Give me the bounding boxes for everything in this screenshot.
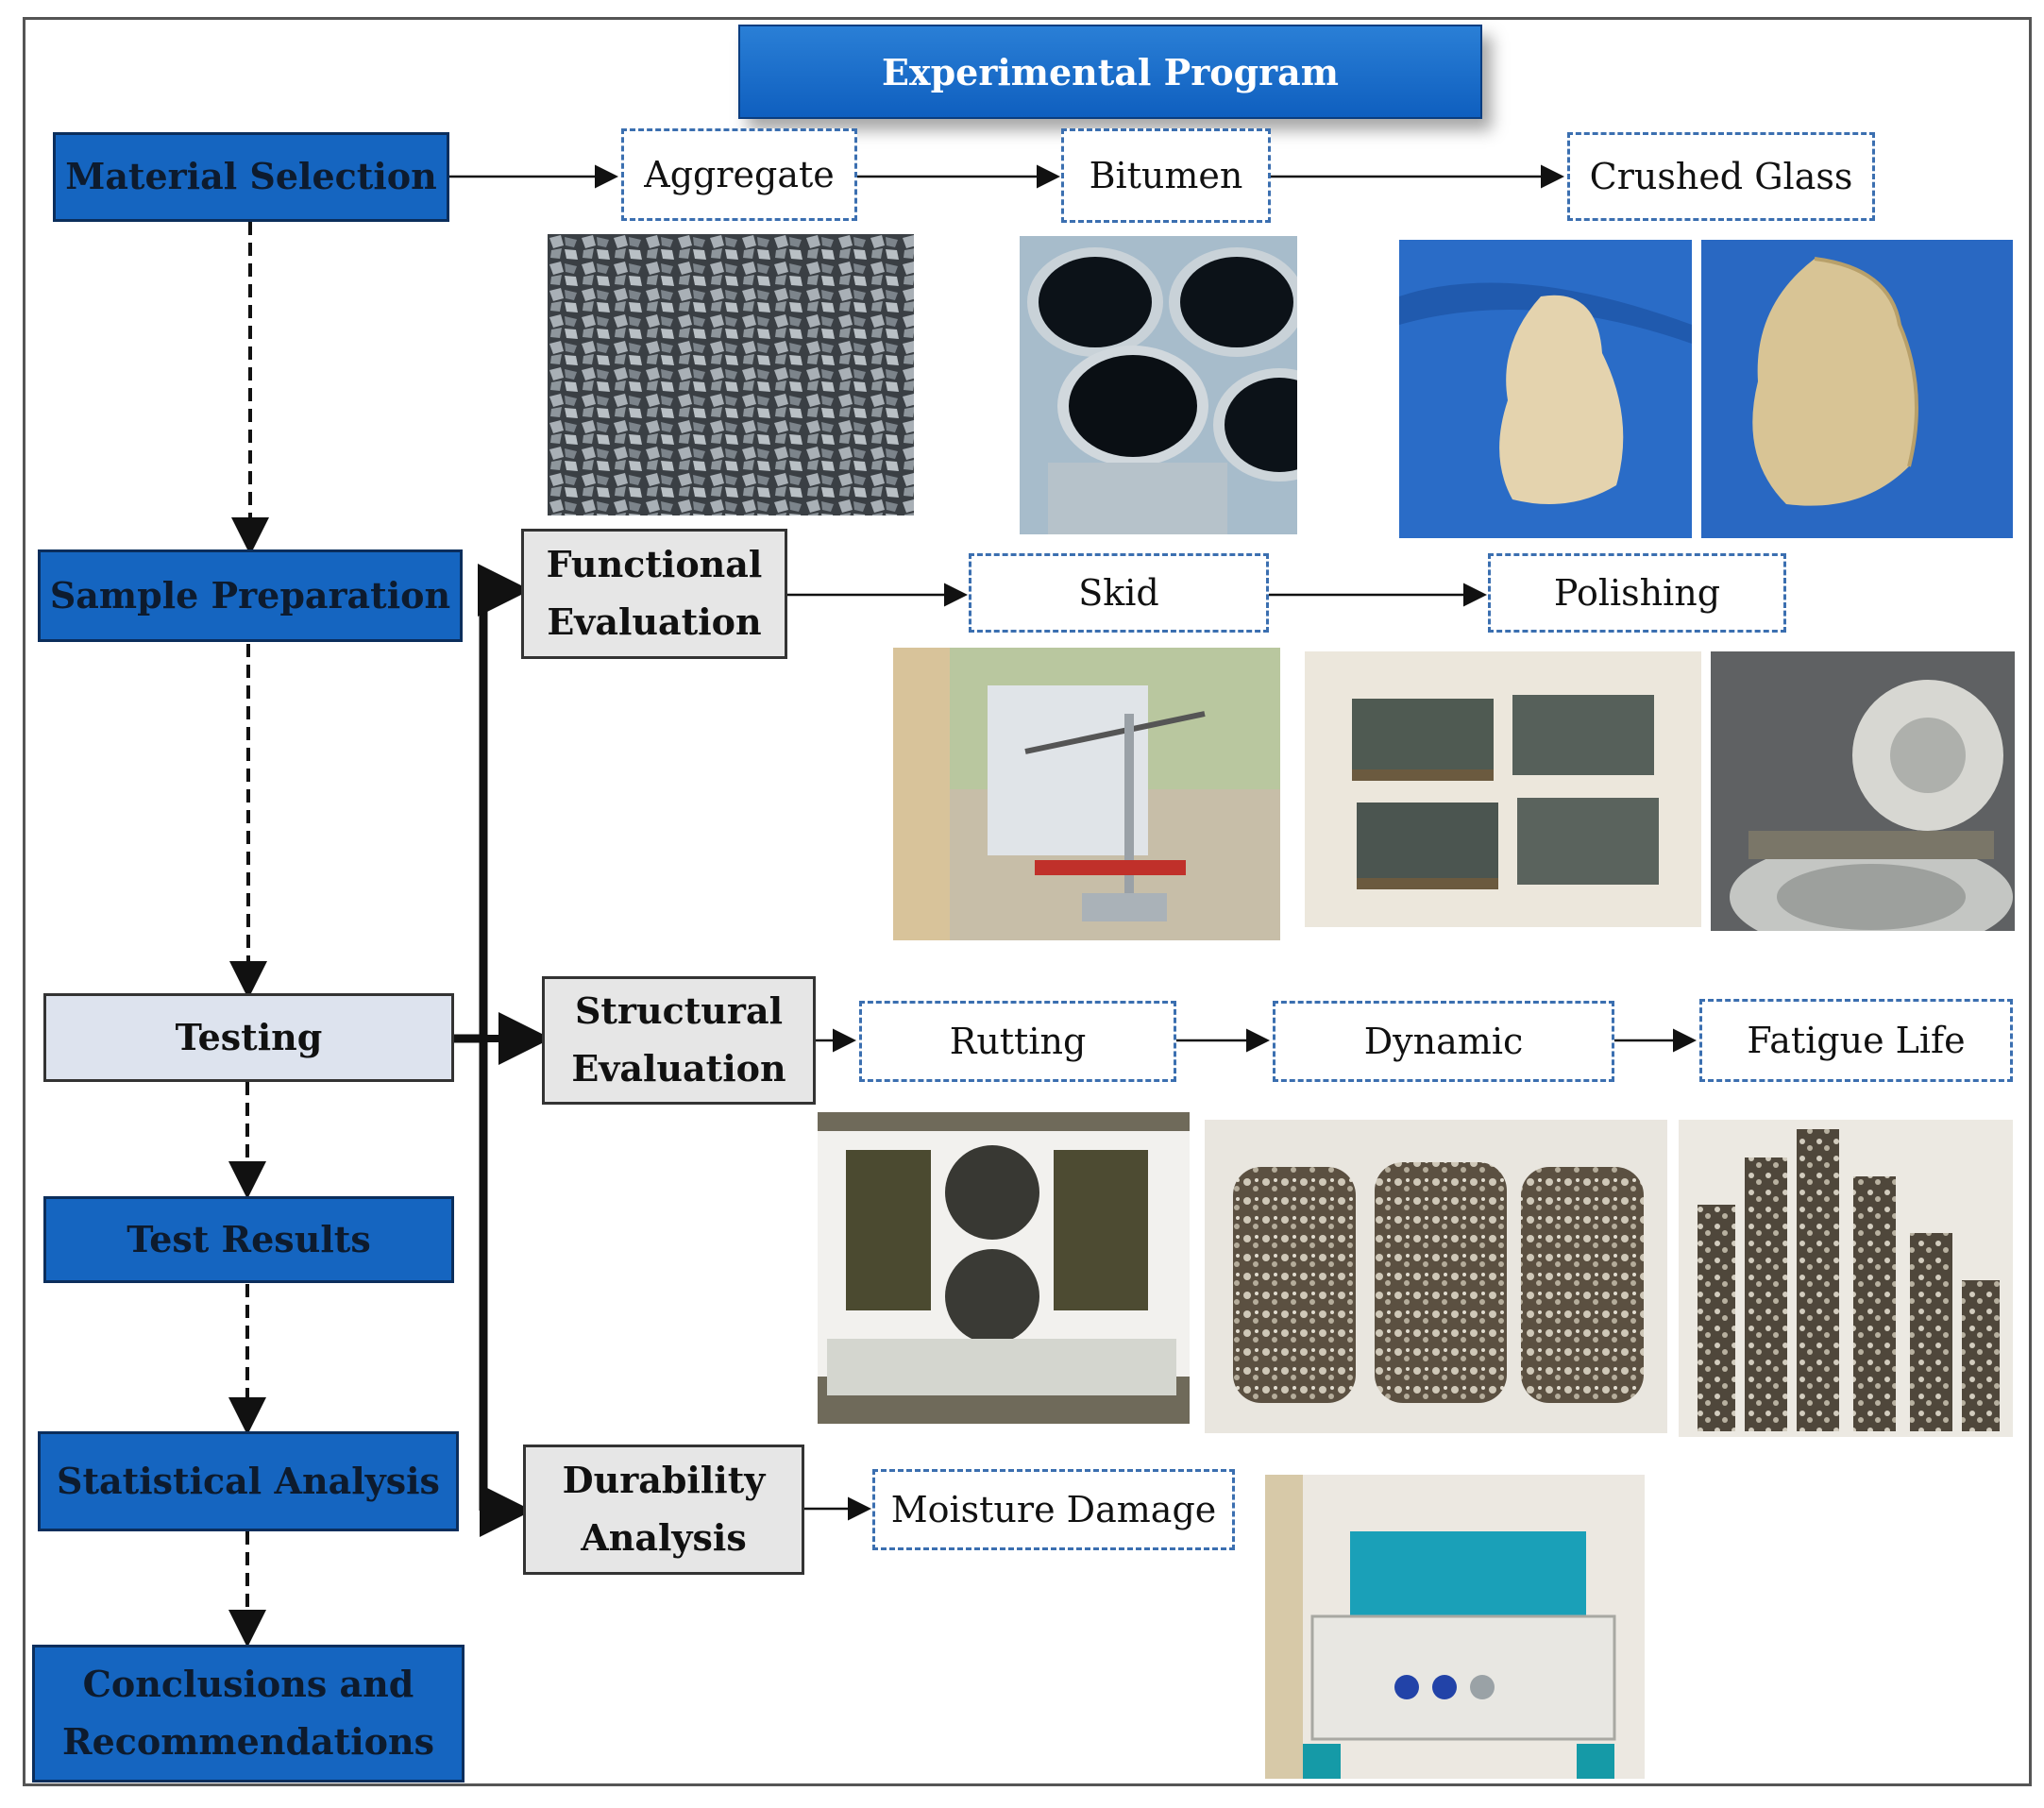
header-experimental-program: Experimental Program [738, 25, 1482, 119]
step-statistical-analysis-label: Statistical Analysis [57, 1459, 440, 1502]
step-material-selection-label: Material Selection [65, 155, 437, 198]
test-polishing-label: Polishing [1553, 572, 1721, 614]
test-skid: Skid [969, 553, 1269, 633]
material-bitumen-label: Bitumen [1089, 155, 1243, 196]
fatigue-beams-photo [1679, 1120, 2013, 1437]
step-test-results-label: Test Results [127, 1217, 371, 1260]
step-statistical-analysis: Statistical Analysis [38, 1431, 459, 1531]
structural-line1: Structural [574, 989, 784, 1033]
material-crushed-glass-label: Crushed Glass [1589, 156, 1853, 197]
aggregate-photo [548, 234, 914, 515]
material-crushed-glass: Crushed Glass [1567, 132, 1875, 221]
test-polishing: Polishing [1488, 553, 1786, 633]
rutting-specimens-photo [818, 1112, 1190, 1424]
test-fatigue-life: Fatigue Life [1699, 999, 2013, 1082]
material-bitumen: Bitumen [1061, 128, 1271, 223]
bitumen-cans-photo [1020, 236, 1297, 534]
moisture-damage-machine-photo [1265, 1475, 1645, 1779]
test-skid-label: Skid [1078, 572, 1159, 614]
polishing-specimens-photo [1305, 651, 1701, 927]
skid-tester-photo [893, 648, 1280, 940]
category-durability-analysis: Durability Analysis [523, 1445, 804, 1575]
test-rutting: Rutting [859, 1001, 1176, 1082]
material-aggregate-label: Aggregate [644, 154, 835, 195]
material-aggregate: Aggregate [621, 128, 857, 221]
step-testing: Testing [43, 993, 454, 1082]
functional-line1: Functional [546, 543, 763, 586]
test-fatigue-life-label: Fatigue Life [1747, 1020, 1966, 1061]
test-moisture-damage-label: Moisture Damage [890, 1489, 1217, 1530]
test-moisture-damage: Moisture Damage [872, 1469, 1235, 1550]
step-test-results: Test Results [43, 1196, 454, 1283]
step-sample-preparation: Sample Preparation [38, 549, 463, 642]
polishing-machine-photo [1711, 651, 2015, 931]
category-functional-evaluation: Functional Evaluation [521, 529, 787, 659]
dynamic-specimens-photo [1205, 1120, 1667, 1433]
structural-line2: Evaluation [571, 1047, 786, 1090]
crushed-glass-coarse-photo [1701, 240, 2013, 538]
test-rutting-label: Rutting [949, 1021, 1087, 1062]
step-conclusions-label: Conclusions and [82, 1663, 414, 1706]
functional-line2: Evaluation [547, 600, 762, 643]
step-material-selection: Material Selection [53, 132, 449, 222]
test-dynamic-label: Dynamic [1363, 1021, 1524, 1062]
durability-line1: Durability [562, 1459, 766, 1502]
step-testing-label: Testing [175, 1015, 323, 1058]
category-structural-evaluation: Structural Evaluation [542, 976, 816, 1105]
step-recommendations-label: Recommendations [61, 1720, 434, 1763]
diagram-frame [23, 17, 2032, 1786]
step-conclusions-recommendations: Conclusions and Recommendations [32, 1645, 465, 1783]
step-sample-preparation-label: Sample Preparation [49, 573, 451, 617]
test-dynamic: Dynamic [1273, 1001, 1614, 1082]
durability-line2: Analysis [581, 1516, 747, 1559]
header-title: Experimental Program [881, 50, 1340, 93]
crushed-glass-fine-photo [1399, 240, 1692, 538]
